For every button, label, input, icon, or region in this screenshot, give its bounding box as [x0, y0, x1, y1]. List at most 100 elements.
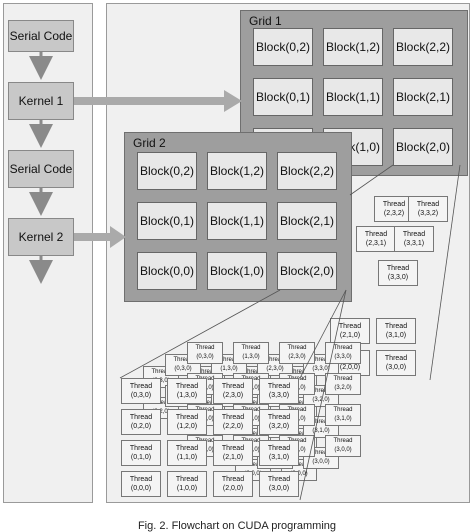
- thread-coords: (1,3,0): [220, 366, 238, 372]
- thread-coords: (3,1,0): [385, 332, 407, 339]
- thread-label: Thread: [241, 345, 261, 351]
- grid-2-block-2: Block(2,2): [277, 152, 337, 190]
- thread-front-13: Thread(1,0,0): [167, 471, 207, 497]
- grid-2-block-7: Block(1,0): [207, 252, 267, 290]
- thread-front-11: Thread (3,1,0): [259, 440, 299, 466]
- thread-label: Thread: [287, 345, 307, 351]
- figure-caption: Fig. 2. Flowchart on CUDA programming: [137, 520, 337, 532]
- thread-coords: (0,3,0): [174, 366, 192, 372]
- thread-label: Thread: [333, 438, 353, 444]
- thread-coords: (0,3,0): [152, 378, 170, 384]
- serial-code-box-1: Serial Code: [8, 20, 74, 52]
- thread-coords: (3,3,2): [417, 210, 439, 217]
- thread-back-2-3: Thread(3,3,0): [325, 342, 361, 364]
- thread-label: Thread: [267, 414, 291, 421]
- thread-coords: (2,0,0): [244, 471, 262, 477]
- thread-right-4: Thread(3,3,0): [378, 260, 418, 286]
- projection-line-5: [429, 164, 461, 381]
- thread-label: Thread: [384, 355, 408, 362]
- thread-right-8: Thread(3,0,0): [376, 350, 416, 376]
- kernel-1-arrowhead: [224, 90, 242, 112]
- thread-right-6: Thread (3,1,0): [376, 318, 416, 344]
- thread-coords: (2,1,0): [339, 332, 361, 339]
- thread-coords: (0,3,0): [130, 392, 152, 399]
- thread-front-7: Thread (3,2,0): [259, 409, 299, 435]
- thread-coords: (3,3,0): [268, 392, 290, 399]
- thread-coords: (0,2,0): [152, 409, 170, 415]
- thread-coords: (3,3,0): [334, 354, 352, 360]
- thread-front-8: Thread(0,1,0): [121, 440, 161, 466]
- serial-code-box-2: Serial Code: [8, 150, 74, 188]
- thread-front-9: Thread(1,1,0): [167, 440, 207, 466]
- thread-label: Thread: [267, 476, 291, 483]
- grid-2-block-6: Block(0,0): [137, 252, 197, 290]
- thread-label: Thread: [311, 450, 331, 456]
- thread-label: Thread: [265, 357, 285, 363]
- thread-label: Thread: [195, 345, 215, 351]
- thread-coords: (2,3,1): [365, 240, 387, 247]
- projection-line-1: [119, 289, 281, 379]
- thread-coords: (3,1,0): [268, 454, 290, 461]
- thread-label: Thread: [402, 231, 426, 238]
- thread-coords: (2,2,0): [222, 423, 244, 430]
- thread-label: Thread: [382, 201, 406, 208]
- grid-1-title: Grid 1: [249, 14, 282, 28]
- thread-label: Thread: [311, 388, 331, 394]
- thread-label: Thread: [221, 476, 245, 483]
- thread-front-2: Thread(2,3,0): [213, 378, 253, 404]
- thread-coords: (0,3,0): [196, 354, 214, 360]
- thread-coords: (3,2,0): [334, 385, 352, 391]
- thread-back-2-1: Thread (1,3,0): [233, 342, 269, 364]
- thread-right-2: Thread (2,3,1): [356, 226, 396, 252]
- thread-label: Thread: [151, 369, 171, 375]
- kernel-1-box: Kernel 1: [8, 82, 74, 120]
- thread-coords: (3,0,0): [290, 471, 308, 477]
- thread-right-3: Thread (3,3,1): [394, 226, 434, 252]
- thread-coords: (2,3,0): [266, 366, 284, 372]
- thread-coords: (3,3,1): [403, 240, 425, 247]
- thread-back-2-15: Thread (3,0,0): [325, 435, 361, 457]
- grid-2-block-4: Block(1,1): [207, 202, 267, 240]
- thread-coords: (0,0,0): [130, 485, 152, 492]
- thread-label: Thread: [129, 414, 153, 421]
- thread-back-2-2: Thread(2,3,0): [279, 342, 315, 364]
- grid-1-block-0: Block(0,2): [253, 28, 313, 66]
- thread-front-10: Thread(2,1,0): [213, 440, 253, 466]
- thread-coords: (3,1,0): [312, 428, 330, 434]
- thread-front-0: Thread(0,3,0): [121, 378, 161, 404]
- thread-label: Thread: [267, 445, 291, 452]
- grid-1-block-8: Block(2,0): [393, 128, 453, 166]
- thread-back-2-7: Thread(3,2,0): [325, 373, 361, 395]
- thread-label: Thread: [267, 383, 291, 390]
- thread-label: Thread: [364, 231, 388, 238]
- thread-coords: (3,1,0): [334, 416, 352, 422]
- grid-2-block-3: Block(0,1): [137, 202, 197, 240]
- grid-2-block-5: Block(2,1): [277, 202, 337, 240]
- thread-label: Thread: [384, 323, 408, 330]
- thread-coords: (3,2,0): [312, 397, 330, 403]
- thread-coords: (1,3,0): [176, 392, 198, 399]
- thread-label: Thread: [221, 445, 245, 452]
- grid-1-block-4: Block(1,1): [323, 78, 383, 116]
- thread-front-1: Thread(1,3,0): [167, 378, 207, 404]
- grid-1-block-3: Block(0,1): [253, 78, 313, 116]
- thread-coords: (3,0,0): [334, 447, 352, 453]
- thread-label: Thread: [129, 476, 153, 483]
- projection-line-4: [349, 164, 394, 196]
- grid-2-title: Grid 2: [133, 136, 166, 150]
- grid-2-block-1: Block(1,2): [207, 152, 267, 190]
- thread-coords: (3,2,0): [268, 423, 290, 430]
- grid-2-block-0: Block(0,2): [137, 152, 197, 190]
- thread-label: Thread: [289, 369, 309, 375]
- thread-coords: (1,3,0): [242, 354, 260, 360]
- projection-line-3: [299, 289, 347, 501]
- thread-label: Thread: [129, 445, 153, 452]
- thread-right-1: Thread(3,3,2): [408, 196, 448, 222]
- grid-1-block-5: Block(2,1): [393, 78, 453, 116]
- thread-label: Thread: [338, 323, 362, 330]
- thread-coords: (3,3,0): [387, 274, 409, 281]
- thread-coords: (0,2,0): [130, 423, 152, 430]
- thread-back-2-0: Thread (0,3,0): [187, 342, 223, 364]
- thread-front-15: Thread(3,0,0): [259, 471, 299, 497]
